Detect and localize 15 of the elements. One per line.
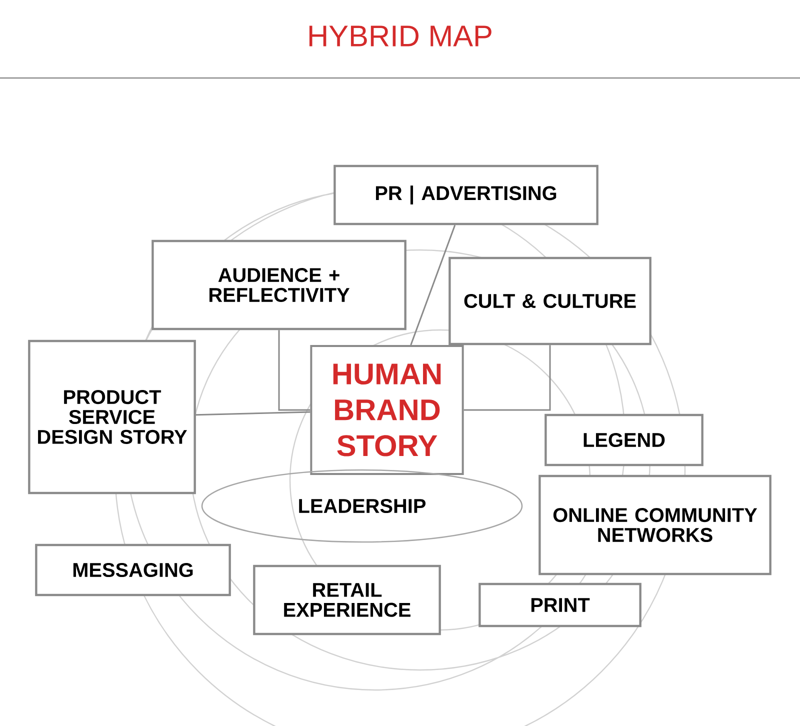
topic-box: PRINT [478, 582, 642, 628]
topic-box: PRODUCT SERVICE DESIGN STORY [28, 340, 196, 494]
topic-box: LEGEND [544, 414, 704, 466]
topic-box: MESSAGING [35, 544, 231, 596]
story-box: HUMAN BRAND STORY [310, 345, 464, 475]
topic-box: AUDIENCE + REFLECTIVITY [152, 240, 406, 330]
connector-line [196, 411, 310, 416]
topic-box: PR | ADVERTISING [334, 164, 598, 226]
topic-box: CULT & CULTURE [448, 256, 652, 346]
connector-line [410, 224, 456, 346]
connector-line [278, 330, 310, 411]
topic-box: ONLINE COMMUNITY NETWORKS [538, 474, 772, 576]
topic-box: RETAIL EXPERIENCE [253, 564, 441, 636]
connector-line [464, 345, 551, 411]
title: HYBRID MAP [309, 26, 492, 46]
